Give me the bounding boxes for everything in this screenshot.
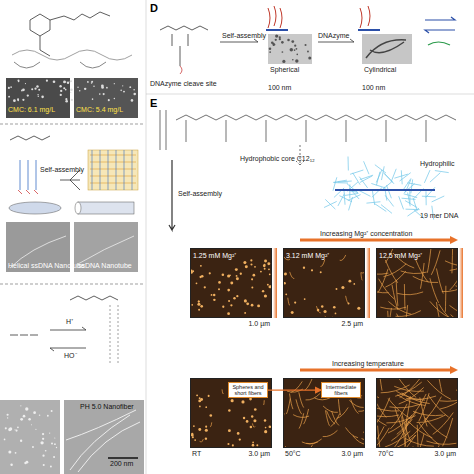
cmc-label: CMC: 6.1 mg/L [8, 106, 55, 114]
afm-texture [377, 379, 457, 447]
step-label: DNAzyme [318, 32, 350, 40]
step-label: Self-assembly [178, 190, 222, 198]
reagent-label: H⁺ [66, 318, 73, 326]
morphology-label: Cylindrical [364, 66, 396, 74]
cmc-label: CMC: 5.4 mg/L [76, 106, 123, 114]
image-caption: PH 5.0 Nanofiber [80, 403, 134, 411]
inset-label: Intermediate fibers [324, 384, 358, 396]
scale-label: 1.0 µm [248, 320, 270, 327]
condition-label: 12.5 mM Mg²⁺ [379, 251, 422, 260]
trend-label: Increasing temperature [330, 360, 406, 368]
scale-label: 3.0 µm [248, 450, 270, 457]
site-label: DNAzyme cleave site [150, 80, 217, 88]
afm-texture [284, 249, 364, 317]
scale-label: 200 nm [110, 460, 133, 468]
step-label: Self-assembly [40, 166, 84, 174]
afm-texture [377, 249, 457, 317]
temperature-label: RT [192, 450, 201, 457]
temperature-label: 50°C [285, 450, 301, 457]
reagent-label: HO⁻ [64, 352, 77, 360]
afm-image: RT3.0 µmSpheres and short fibers [190, 378, 272, 448]
condition-label: 3.12 mM Mg²⁺ [286, 251, 329, 260]
scale-label: 100 nm [362, 84, 385, 92]
scale-label: 2.5 µm [341, 320, 363, 327]
afm-image: 70°C3.0 µm [376, 378, 458, 448]
image-caption: ssDNA Nanotube [78, 262, 132, 270]
afm-image: 3.12 mM Mg²⁺2.5 µm [283, 248, 365, 318]
afm-image: 12.5 mM Mg²⁺ [376, 248, 458, 318]
afm-image: 1.25 mM Mg²⁺1.0 µm [190, 248, 272, 318]
scale-label: 3.0 µm [341, 450, 363, 457]
step-label: Self-assembly [222, 32, 266, 40]
inset-label: Spheres and short fibers [231, 384, 265, 396]
afm-image: 50°C3.0 µmIntermediate fibers [283, 378, 365, 448]
temperature-label: 70°C [378, 450, 394, 457]
part-label: 19 mer DNA [420, 212, 459, 220]
trend-label: Increasing Mg²⁺ concentration [318, 230, 414, 238]
scale-label: 3.0 µm [434, 450, 456, 457]
condition-label: 1.25 mM Mg²⁺ [193, 251, 236, 260]
part-label: Hydrophilic [420, 160, 455, 168]
panel-letter: D [150, 2, 158, 15]
inset-box: Intermediate fibers [321, 382, 361, 398]
image-caption: Helical ssDNA Nanotube [8, 262, 85, 270]
afm-texture [191, 249, 271, 317]
panel-letter: E [150, 97, 157, 110]
morphology-label: Spherical [270, 66, 299, 74]
inset-box: Spheres and short fibers [228, 382, 268, 398]
part-label: Hydrophobic core C12₁₂ [240, 155, 315, 163]
scale-label: 100 nm [268, 84, 291, 92]
